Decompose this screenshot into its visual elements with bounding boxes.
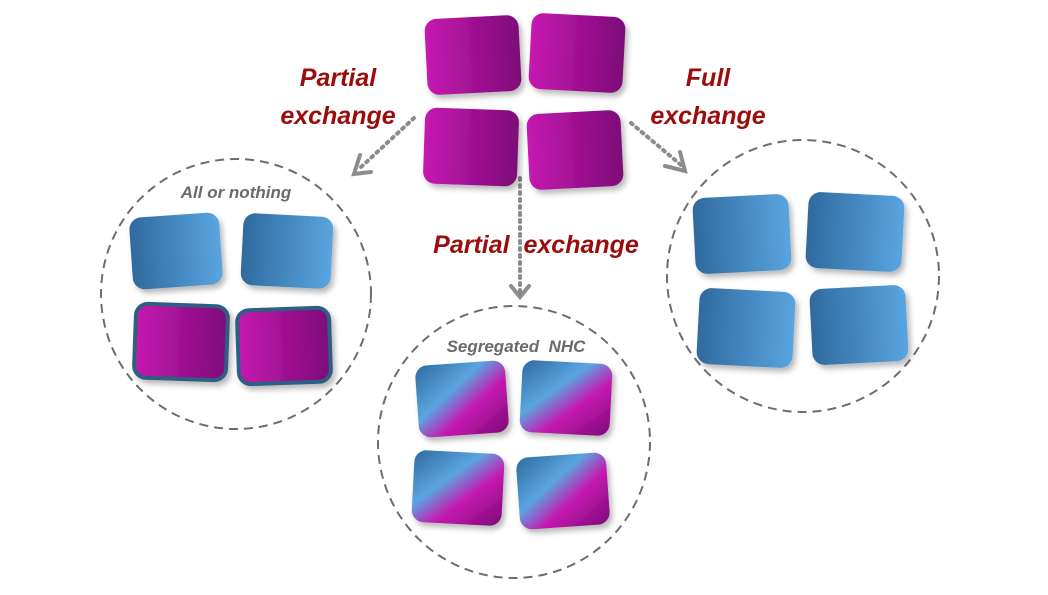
center-circle [377,305,651,579]
arrow-right [629,121,688,174]
center-tile-1 [415,360,509,438]
label-partial-center: Partial exchange [433,231,639,259]
right-circle [666,139,940,413]
label-full-line1: Full [686,64,731,92]
label-partial-left-line1: Partial [300,64,377,92]
center-tile-2 [519,360,613,436]
arrow-down [509,176,531,301]
right-tile-1 [692,194,792,274]
center-tile-4 [516,452,610,530]
caption-all-or-nothing: All or nothing [180,183,292,202]
top-tile-4 [526,110,624,190]
left-tile-2 [240,213,334,289]
left-tile-4 [235,305,333,387]
label-partial-left-line2: exchange [280,102,395,130]
right-tile-4 [809,285,909,365]
label-full-line2: exchange [650,102,765,130]
top-tile-2 [528,13,626,93]
top-tile-1 [424,15,522,95]
center-tile-3 [411,450,505,526]
right-tile-3 [696,288,796,368]
left-circle [100,158,372,430]
top-tile-3 [423,107,519,187]
caption-segregated-nhc: Segregated NHC [447,337,587,356]
arrow-left [351,116,416,177]
left-tile-1 [129,212,223,290]
right-tile-2 [805,192,905,272]
left-tile-3 [132,301,230,383]
